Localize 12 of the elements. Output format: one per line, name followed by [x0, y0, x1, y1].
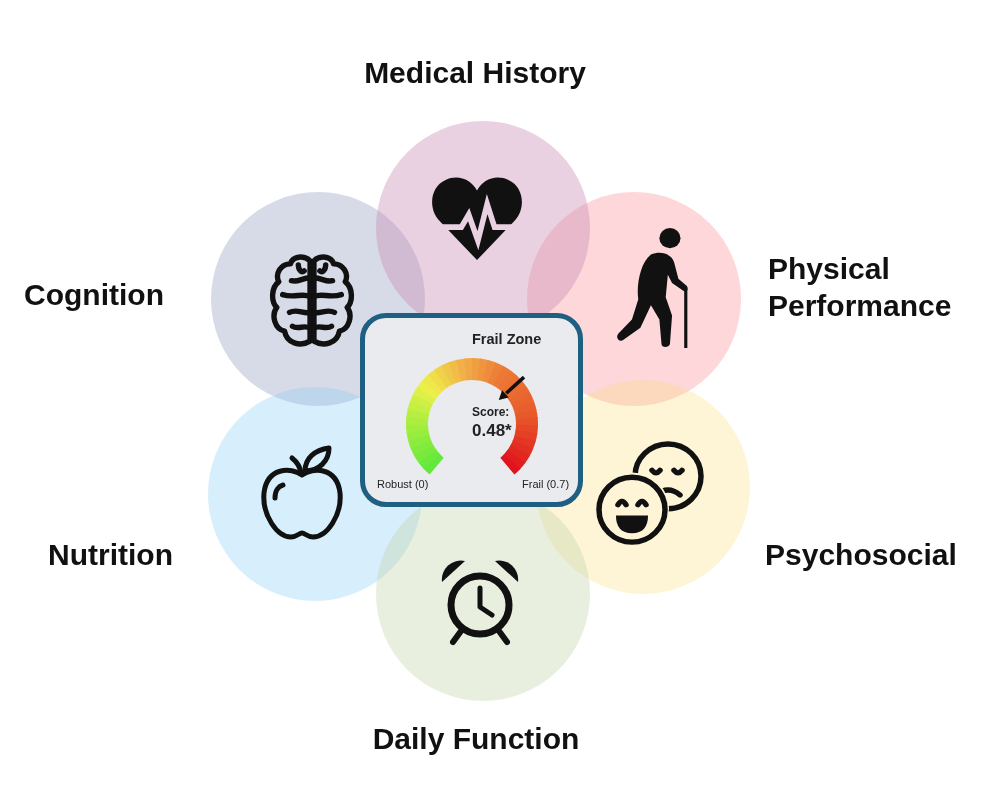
score-label: Score: — [472, 405, 510, 420]
category-heading: Physical Performance — [768, 251, 953, 324]
score-card — [360, 313, 583, 507]
category-heading: Cognition — [24, 277, 165, 313]
category-heading: Medical History — [363, 55, 587, 91]
scale-min-label: Robust (0) — [377, 478, 429, 492]
card-title: Frail Zone — [472, 331, 542, 349]
category-heading: Daily Function — [371, 721, 581, 757]
category-heading: Psychosocial — [765, 537, 958, 573]
scale-max-label: Frail (0.7) — [522, 478, 570, 492]
category-heading: Nutrition — [48, 537, 174, 573]
score-value: 0.48* — [472, 421, 512, 442]
